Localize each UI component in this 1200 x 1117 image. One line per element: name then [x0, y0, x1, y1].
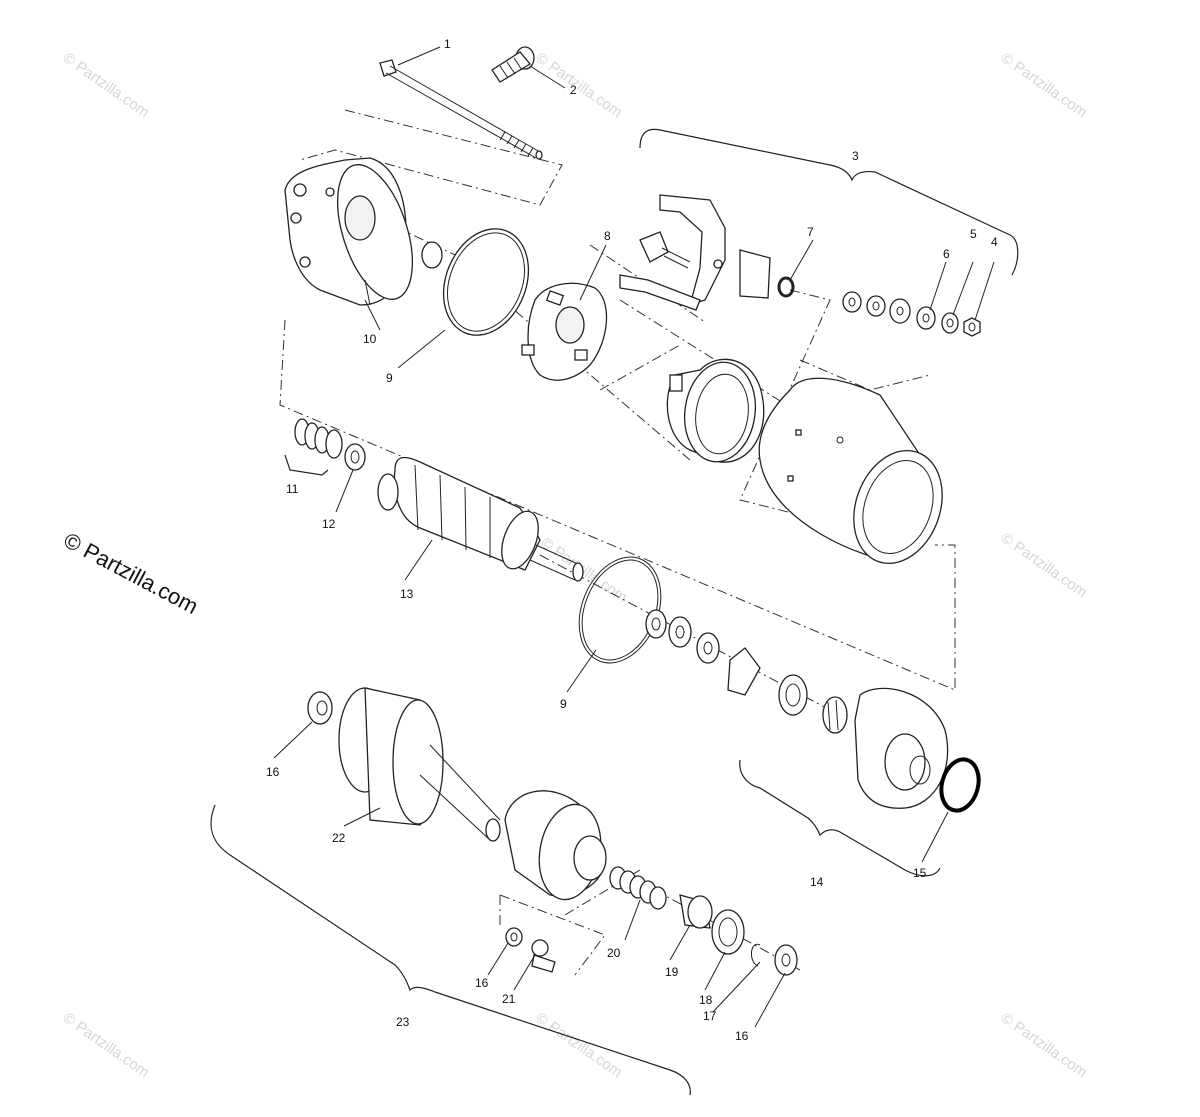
- part-16-washer-left: [307, 691, 333, 725]
- callout-7: 7: [807, 225, 814, 239]
- callout-3: 3: [852, 149, 859, 163]
- front-washers: [645, 609, 848, 734]
- callout-labels: 1 2 3 4 5 6 7 8 9 10 11 12 13 9 14 15 16…: [266, 37, 998, 1043]
- part-15-o-ring: [939, 757, 981, 813]
- callout-20: 20: [607, 946, 621, 960]
- part-1-through-bolt: [379, 59, 543, 160]
- callout-14: 14: [810, 875, 824, 889]
- callout-9-upper: 9: [386, 371, 393, 385]
- watermark-top-center: © Partzilla.com: [533, 49, 626, 121]
- callout-4: 4: [991, 235, 998, 249]
- part-13-armature: [377, 456, 584, 582]
- watermark-main: © Partzilla.com: [60, 527, 203, 619]
- part-9-o-ring-upper: [442, 228, 530, 336]
- brush-holder-cylinder: [666, 358, 765, 463]
- callout-16-small: 16: [475, 976, 489, 990]
- watermark-bottom-right: © Partzilla.com: [998, 1009, 1091, 1081]
- part-16-washer-right: [774, 944, 798, 976]
- part-10-rear-housing: [284, 157, 443, 306]
- braces: [210, 128, 1019, 1096]
- watermark-bottom-left: © Partzilla.com: [60, 1009, 153, 1081]
- parts-4-6-washers-nut: [842, 291, 981, 337]
- part-11-spring-set: [294, 418, 343, 459]
- callout-6: 6: [943, 247, 950, 261]
- watermark-bottom-center: © Partzilla.com: [533, 1009, 626, 1081]
- callout-21: 21: [502, 992, 516, 1006]
- callout-9-lower: 9: [560, 697, 567, 711]
- part-18-ring: [711, 909, 745, 955]
- part-7-o-ring-small: [777, 276, 795, 298]
- callout-15: 15: [913, 866, 927, 880]
- part-8-brush-plate: [521, 282, 608, 381]
- callout-16-right: 16: [735, 1029, 749, 1043]
- brace-part-14: [739, 759, 941, 877]
- callout-13: 13: [400, 587, 414, 601]
- callout-17: 17: [703, 1009, 717, 1023]
- callout-8: 8: [604, 229, 611, 243]
- part-yoke-motor-case: [758, 377, 943, 565]
- callout-16-left: 16: [266, 765, 280, 779]
- part-12-washer: [344, 443, 366, 471]
- callout-12: 12: [322, 517, 336, 531]
- part-17-circlip: [751, 943, 761, 967]
- brace-part-11: [284, 454, 329, 476]
- watermark-top-right: © Partzilla.com: [998, 49, 1091, 121]
- watermark-mid-right: © Partzilla.com: [998, 529, 1091, 601]
- part-23-starter-clutch: [504, 790, 607, 901]
- callout-18: 18: [699, 993, 713, 1007]
- leader-lines: [273, 46, 995, 1028]
- callout-23: 23: [396, 1015, 410, 1029]
- part-14-front-housing: [854, 687, 949, 809]
- callout-22: 22: [332, 831, 346, 845]
- part-20-spring: [609, 866, 667, 910]
- callout-10: 10: [363, 332, 377, 346]
- callout-19: 19: [665, 965, 679, 979]
- brace-part-3: [639, 128, 1019, 276]
- part-2-screw: [491, 46, 535, 83]
- part-21-pin: [531, 939, 556, 973]
- callout-2: 2: [570, 83, 577, 97]
- part-3-brush-holder: [619, 194, 771, 311]
- callout-1: 1: [444, 37, 451, 51]
- brace-part-23: [210, 804, 691, 1096]
- part-19-collar: [679, 894, 713, 929]
- watermark-top-left: © Partzilla.com: [60, 49, 153, 121]
- callout-5: 5: [970, 227, 977, 241]
- callout-11: 11: [286, 482, 299, 496]
- part-22-reduction-gear: [338, 687, 501, 842]
- part-16-washer-small: [505, 927, 523, 947]
